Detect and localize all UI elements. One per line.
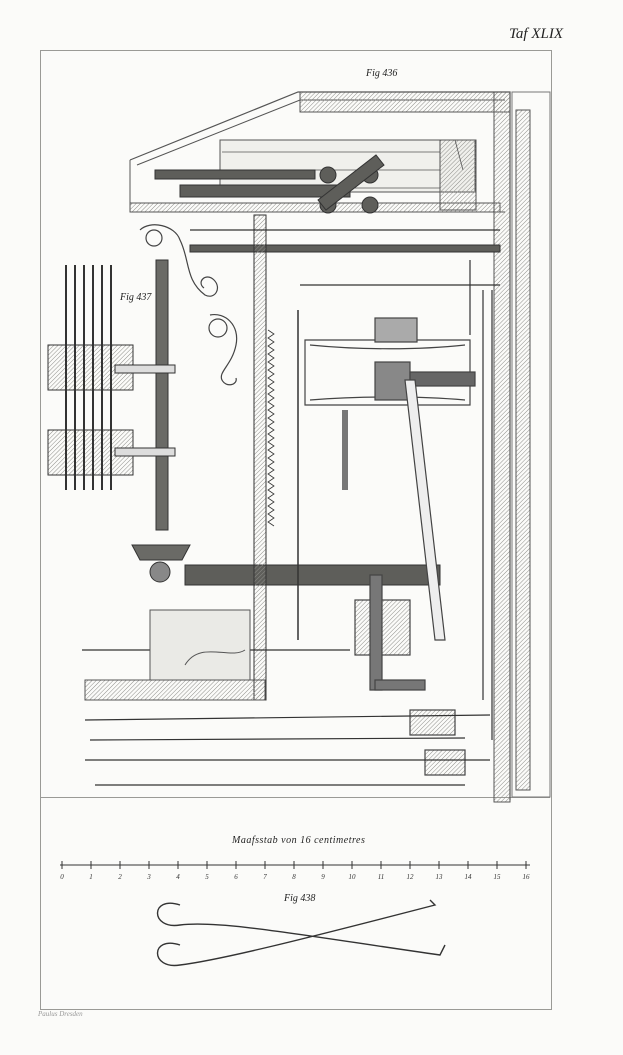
fig438-tongs [156,899,446,967]
scale-tick-label: 7 [263,873,267,881]
scale-tick-label: 3 [146,873,151,881]
frame-divider [41,797,550,798]
fig436-pull-rods [82,229,500,786]
scale-tick-label: 16 [523,873,531,881]
figure-438-label: Fig 438 [284,893,316,904]
scale-tick-label: 5 [205,873,209,881]
scale-tick-label: 0 [60,873,64,881]
figure-437-label: Fig 437 [120,292,152,303]
scale-tick-label: 12 [407,873,415,881]
scale-tick-label: 10 [349,873,357,881]
scale-tick-label: 11 [378,873,384,881]
fig436-console-base [84,609,266,701]
scale-tick-label: 13 [436,873,444,881]
scale-tick-label: 15 [494,873,502,881]
plate-frame [40,50,552,1010]
scale-tick-label: 2 [118,873,122,881]
figure-436-label: Fig 436 [366,68,398,79]
fig436-corbel-scrolls [139,224,238,386]
fig437-comb [47,265,191,583]
fig436-cabinet [129,91,551,803]
engraver-credit: Paulus Dresden [38,1010,83,1018]
fig436-lever-frames [304,317,476,776]
scale-tick-label: 9 [321,873,325,881]
scale-tick-label: 8 [292,873,296,881]
scale-tick-label: 1 [89,873,93,881]
plate-title: Taf XLIX [508,26,563,42]
scale-tick-label: 4 [176,873,180,881]
scale-title: Maafsstab von 16 centimetres [232,835,366,846]
fig436-vertical-rods [155,214,493,740]
scale-tick-label: 6 [234,873,238,881]
scale-tick-label: 14 [465,873,473,881]
fig436-coil-spring [267,329,275,527]
